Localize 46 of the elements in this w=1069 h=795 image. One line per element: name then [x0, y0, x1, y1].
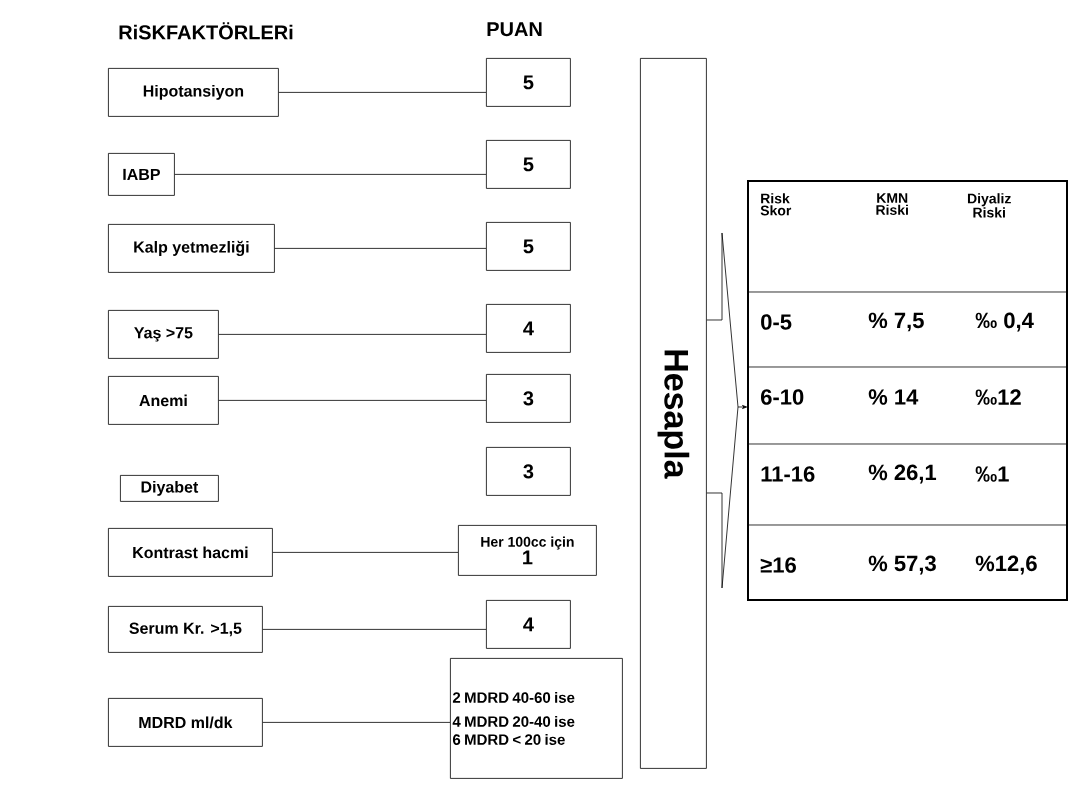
connector-line — [262, 722, 451, 723]
risk-factor-box: Diyabet — [120, 475, 219, 502]
risk-factor-box: Yaş >75 — [108, 310, 219, 359]
score-box: 5 — [486, 140, 571, 189]
score-box: 5 — [486, 58, 571, 107]
table-cell: 11-16 — [761, 466, 815, 482]
score-box: 3 — [486, 447, 571, 496]
results-table — [747, 180, 1068, 601]
table-cell: ‰1 — [975, 466, 1009, 482]
table-cell: % 57,3 — [868, 555, 936, 575]
table-cell: ≥16 — [760, 557, 796, 573]
column-heading: PUAN — [487, 22, 542, 37]
connector-line — [218, 334, 487, 335]
calculation-bar: Hesapla — [640, 58, 707, 769]
table-cell: 6-10 — [761, 389, 804, 405]
risk-factor-box: Anemi — [108, 376, 219, 425]
connector-line — [272, 552, 459, 553]
table-cell: % 26,1 — [868, 464, 937, 484]
score-box: 3 — [486, 374, 571, 423]
score-box: Her 100cc için 1 — [458, 525, 597, 576]
risk-factor-box: MDRD ml/dk — [108, 698, 263, 747]
risk-factor-box: Serum Kr. >1,5 — [108, 606, 263, 653]
score-box: 4 — [486, 600, 571, 649]
score-box: 2 MDRD 40-60 ise 4 MDRD 20-40 ise 6 MDRD < 20 ise — [450, 658, 623, 779]
risk-factor-box: Kontrast hacmi — [108, 528, 273, 577]
connector-line — [218, 400, 487, 401]
score-box: 5 — [486, 222, 571, 271]
score-box: 4 — [486, 304, 571, 353]
table-cell: ‰12 — [975, 389, 1021, 405]
risk-factor-box: Hipotansiyon — [108, 68, 279, 117]
table-cell: % 7,5 — [868, 312, 924, 332]
column-heading: RiSKFAKTÖRLERi — [119, 22, 293, 40]
table-cell: Diyaliz Riski — [967, 193, 1011, 218]
table-cell: 0-5 — [761, 314, 792, 330]
connector-line — [174, 174, 487, 175]
connector-line — [278, 92, 487, 93]
table-cell: % 14 — [868, 389, 919, 405]
table-cell: Risk Skor — [760, 193, 792, 216]
table-cell: %12,6 — [975, 555, 1037, 575]
risk-factor-box: IABP — [108, 153, 175, 196]
table-cell: ‰ 0,4 — [975, 312, 1034, 332]
connector-line — [274, 248, 487, 249]
callout-arrow — [706, 232, 748, 589]
connector-line — [262, 629, 487, 630]
risk-factor-box: Kalp yetmezliği — [108, 224, 275, 273]
table-cell: KMN Riski — [876, 193, 908, 215]
